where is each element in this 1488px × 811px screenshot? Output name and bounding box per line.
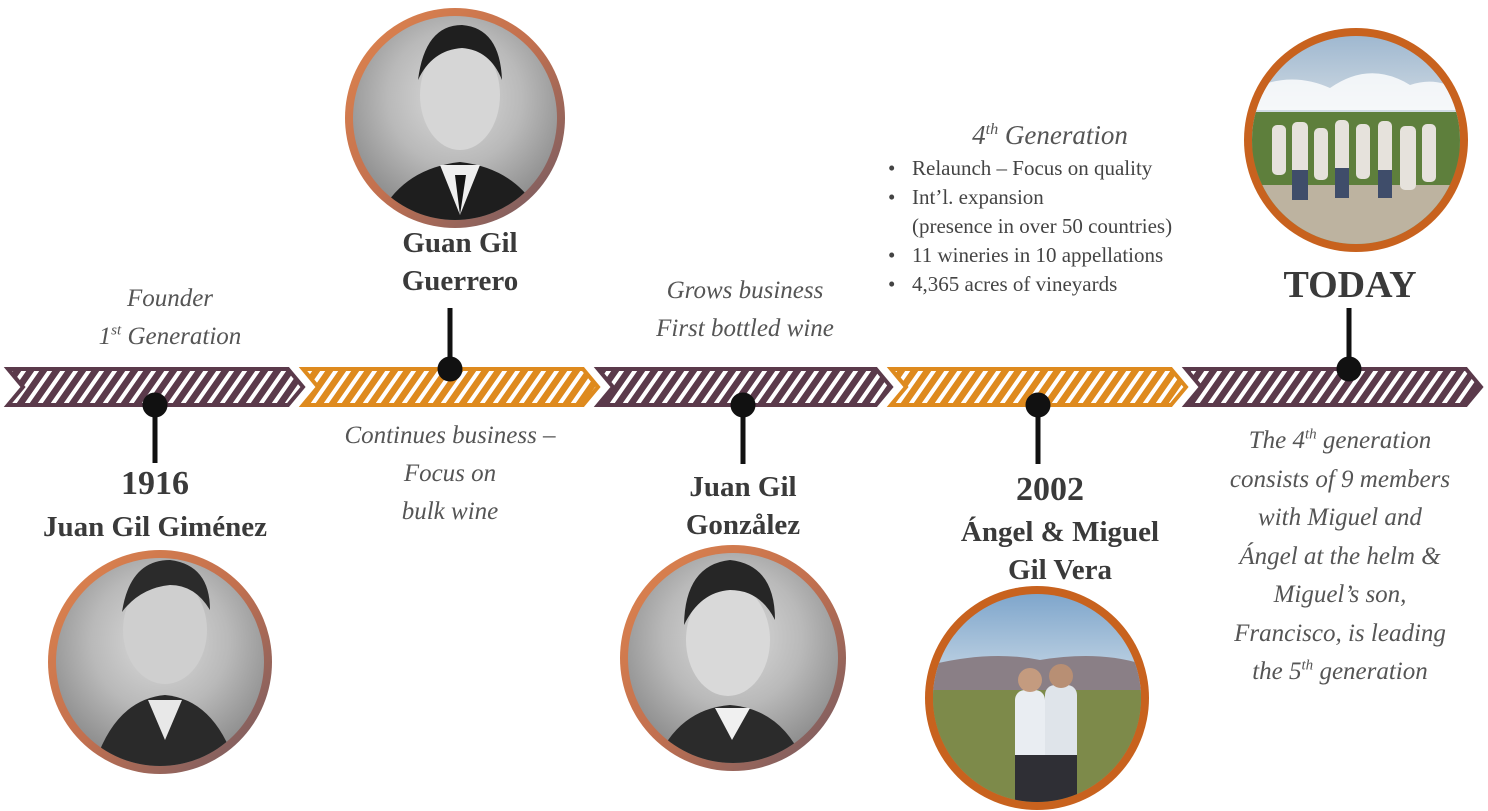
chevron-segment-4	[886, 367, 1189, 407]
marker-guerrero	[437, 356, 463, 382]
chevron-segment-1	[3, 367, 306, 407]
name-line: Gil Vera	[1008, 554, 1112, 586]
portrait-juan-gil-gonzalez	[620, 545, 846, 771]
list-item: •4,365 acres of vineyards	[888, 272, 1118, 296]
name-line: Guan Gil	[402, 227, 518, 259]
caption-generation-line: 1st Generation	[98, 322, 242, 350]
caption-line: bulk wine	[401, 498, 499, 525]
portrait-today-family	[1244, 28, 1468, 252]
list-item: •Relaunch – Focus on quality	[888, 156, 1153, 180]
year-1916: 1916	[121, 465, 189, 502]
heading-4th-generation: 4th Generation	[972, 120, 1128, 150]
desc-line: the 5th generation	[1252, 657, 1428, 685]
desc-line: Ángel at the helm &	[1239, 542, 1441, 570]
marker-gonzalez	[730, 392, 756, 418]
caption-grows-business: Grows business First bottled wine	[615, 272, 875, 348]
year-2002: 2002	[1016, 471, 1084, 508]
caption-continues-business: Continues business – Focus on bulk wine	[320, 417, 580, 531]
name-guan-gil-guerrero: Guan Gil Guerrero	[340, 224, 580, 300]
name-line: Ángel & Miguel	[960, 516, 1160, 548]
name-line: Gonzålez	[685, 509, 801, 541]
list-item: •Int’l. expansion	[888, 185, 1044, 209]
desc-line: Miguel’s son,	[1273, 581, 1407, 608]
achievements-list: •Relaunch – Focus on quality •Int’l. exp…	[886, 154, 1216, 299]
chevron-segment-2	[298, 367, 601, 407]
caption-line: First bottled wine	[656, 315, 834, 342]
marker-1916	[142, 392, 168, 418]
caption-line: Focus on	[403, 460, 497, 487]
desc-line: Francisco, is leading	[1234, 619, 1446, 647]
today-description: The 4th generation consists of 9 members…	[1195, 422, 1485, 692]
caption-founder-line: Founder	[126, 285, 214, 312]
caption-line: Grows business	[666, 277, 824, 304]
marker-today	[1336, 356, 1362, 382]
portrait-juan-gil-gimenez	[48, 550, 272, 774]
name-juan-gil-gimenez: Juan Gil Giménez	[43, 511, 267, 543]
list-item: •11 wineries in 10 appellations	[888, 243, 1164, 267]
list-item: (presence in over 50 countries)	[912, 214, 1173, 238]
name-juan-gil-gonzalez: Juan Gil Gonzålez	[623, 468, 863, 544]
label-today: TODAY	[1283, 264, 1417, 306]
desc-line: The 4th generation	[1248, 426, 1432, 454]
portrait-angel-miguel-gil-vera	[925, 586, 1149, 810]
chevron-segment-3	[593, 367, 894, 407]
desc-line: consists of 9 members	[1229, 465, 1451, 493]
portrait-guan-gil-guerrero	[345, 8, 565, 228]
marker-2002	[1025, 392, 1051, 418]
name-angel-miguel-gil-vera: Ángel & Miguel Gil Vera	[915, 513, 1205, 589]
desc-line: with Miguel and	[1258, 504, 1422, 531]
name-line: Guerrero	[401, 265, 519, 297]
name-line: Juan Gil	[689, 471, 797, 503]
caption-founder: Founder 1st Generation	[45, 280, 295, 356]
caption-line: Continues business –	[344, 422, 556, 449]
chevron-segment-5	[1181, 367, 1484, 407]
